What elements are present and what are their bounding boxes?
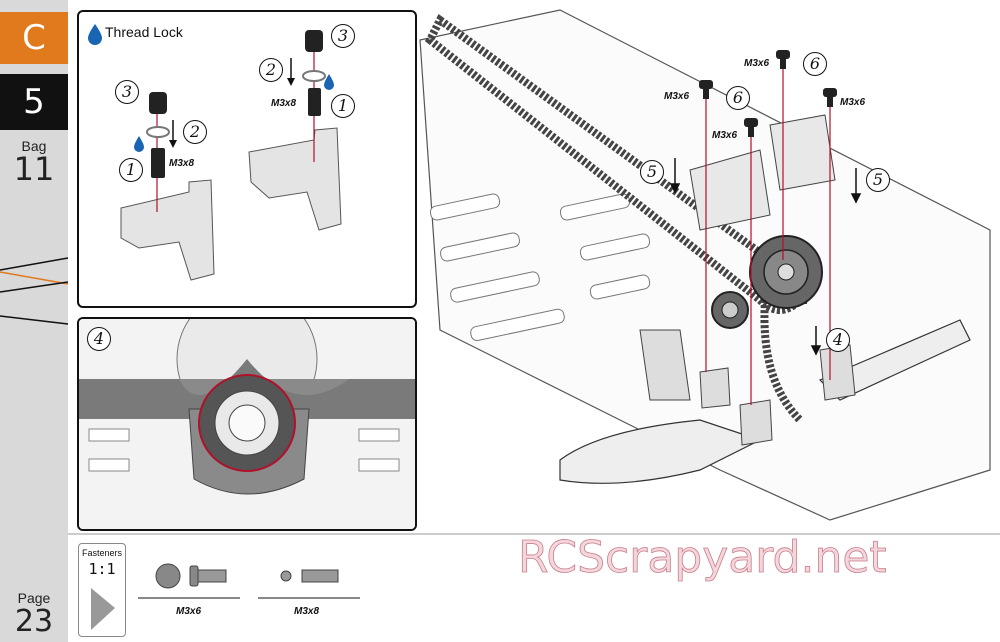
panel-a-left-callout-2: 2 — [183, 120, 207, 144]
fastener-label-m3x8: M3x8 — [294, 606, 320, 617]
bag-label: Bag — [21, 138, 47, 154]
bag-number: 11 — [13, 150, 55, 188]
main-callout-5b: 5 — [866, 168, 890, 192]
panel-b-callout-4: 4 — [87, 327, 111, 351]
sidebar: C 5 Bag 11 Page 23 — [0, 0, 68, 642]
section-letter: C — [0, 12, 68, 64]
page-number: 23 — [14, 604, 54, 639]
panel-a-left-callout-3: 3 — [115, 80, 139, 104]
fasteners-bar — [68, 533, 1000, 599]
step-number: 5 — [0, 74, 68, 130]
sidebar-lines — [0, 257, 69, 325]
thread-lock-panel: Thread Lock 3 2 1 M3x8 3 2 1 M3x8 — [77, 10, 417, 308]
main-callout-5a: 5 — [640, 160, 664, 184]
bearing-diagram — [79, 319, 415, 529]
main-callout-6b: 6 — [803, 52, 827, 76]
screw-label: M3x6 — [840, 97, 866, 108]
screw-label: M3x6 — [712, 130, 738, 141]
screw-label: M3x6 — [664, 91, 690, 102]
main-callout-4: 4 — [826, 328, 850, 352]
thread-lock-diagram — [88, 24, 342, 281]
fastener-label-m3x6: M3x6 — [176, 606, 202, 617]
panel-a-right-callout-2: 2 — [259, 58, 283, 82]
fasteners-title: Fasteners — [81, 548, 123, 558]
fasteners-scale-box: Fasteners 1:1 — [78, 543, 126, 637]
fasteners-scale: 1:1 — [88, 560, 116, 578]
page-label: Page — [17, 590, 51, 606]
panel-a-left-screw: M3x8 — [169, 158, 195, 169]
watermark: RCScrapyard.net — [518, 532, 887, 584]
thread-lock-title: Thread Lock — [105, 24, 183, 40]
panel-a-right-callout-3: 3 — [331, 24, 355, 48]
watermark-text: RCScrapyard.net — [518, 532, 887, 583]
panel-a-right-screw: M3x8 — [271, 98, 297, 109]
panel-a-right-callout-1: 1 — [331, 94, 355, 118]
screw-label: M3x6 — [744, 58, 770, 69]
bearing-detail-panel: 4 — [77, 317, 417, 531]
play-arrow-icon — [91, 588, 115, 630]
main-callout-6a: 6 — [726, 86, 750, 110]
droplet-icon — [88, 24, 102, 45]
panel-a-left-callout-1: 1 — [119, 158, 143, 182]
